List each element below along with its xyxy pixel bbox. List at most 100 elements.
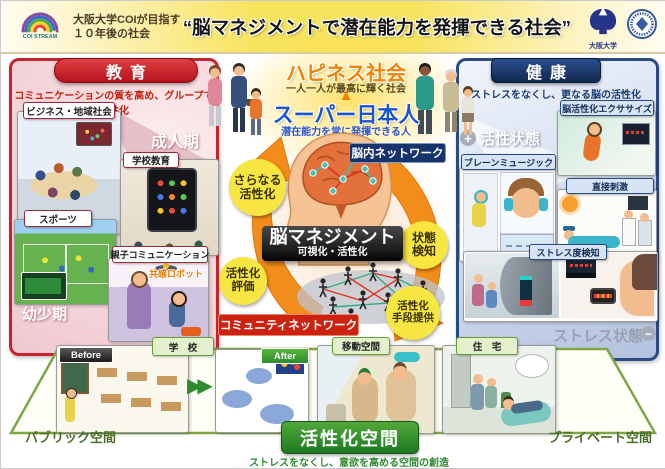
super-japanese-subtitle: 潜在能力を常に発揮できる人 <box>281 127 411 138</box>
education-title-button: 教育 <box>54 58 198 83</box>
happiness-society-title: ハピネス社会 <box>286 63 406 85</box>
exercising-person-head <box>587 122 602 137</box>
teacher-figure <box>65 396 75 422</box>
header-subtitle: 大阪大学COIが目指す １０年後の社会 <box>73 13 181 42</box>
headphone-right <box>539 198 548 211</box>
home-space-label: 住 宅 <box>456 337 518 355</box>
empathy-robot-label: 共感ロボット <box>149 269 204 279</box>
toy-car <box>181 327 201 336</box>
brain-management-subtitle: 可視化・活性化 <box>297 246 368 258</box>
state-detection-bubble: 状態 検知 <box>400 221 448 269</box>
mother-head <box>131 271 148 288</box>
brain-monitor <box>622 123 650 145</box>
mobile-space-illustration <box>317 345 435 434</box>
childhood-stage-label: 幼少期 <box>22 306 68 323</box>
active-state-label: 活性状態 <box>480 131 541 148</box>
stress-state-label: ストレス状態 <box>553 328 644 345</box>
home-door <box>451 354 471 408</box>
university-seal-logo <box>627 9 657 39</box>
further-activation-bubble: さらなる 活性化 <box>229 159 286 216</box>
coi-stream-logo-text: COI STREAM <box>23 34 58 39</box>
exercise-label: 脳活性化エクササイズ <box>560 100 654 116</box>
parent-child-illustration <box>108 258 209 342</box>
health-title-button: 健康 <box>491 58 601 83</box>
osaka-university-logo: 大阪大学 <box>586 6 620 51</box>
exercise-illustration <box>557 110 656 176</box>
commuter-body-2 <box>486 290 497 308</box>
state-detection-line2: 検知 <box>411 244 436 258</box>
headphone-left <box>504 198 513 211</box>
passenger-head <box>393 362 407 380</box>
gate-screen <box>520 276 532 306</box>
child-head <box>171 291 187 307</box>
resting-person-head <box>503 396 514 410</box>
page-title: “脳マネジメントで潜在能力を発揮できる社会” <box>182 17 572 38</box>
state-detection-line1: 状態 <box>411 230 436 245</box>
stress-detection-label: ストレス度検知 <box>529 244 607 260</box>
car-display <box>394 352 420 362</box>
after-badge: After <box>261 348 309 364</box>
adult-stage-label: 成人期 <box>151 134 200 151</box>
classroom-before-illustration <box>56 345 189 433</box>
headband <box>563 226 575 231</box>
private-space-label: プライベート空間 <box>548 430 653 445</box>
walking-listener-head <box>474 190 488 204</box>
driver-head <box>358 368 371 385</box>
people-group-left <box>208 63 262 135</box>
activation-means-line2: 手段提供 <box>392 312 434 324</box>
stimulation-sun-icon <box>562 196 578 212</box>
mother-figure <box>127 281 151 329</box>
mobile-space-label: 移動空間 <box>332 337 390 355</box>
before-badge: Before <box>59 347 113 363</box>
coi-stream-logo: COI STREAM <box>21 12 59 39</box>
brain-management-title: 脳マネジメント <box>269 227 396 247</box>
tactics-board <box>21 272 67 300</box>
child-figure <box>169 301 185 327</box>
super-japanese-title: スーパー日本人 <box>272 104 420 127</box>
activation-means-line1: 活性化 <box>397 300 429 313</box>
public-space-label: パブリック空間 <box>25 430 117 445</box>
nurse-head <box>640 213 649 222</box>
direct-stimulation-label: 直接刺激 <box>566 178 654 194</box>
reclined-person-head <box>564 230 574 240</box>
brain-waveform <box>626 131 644 134</box>
brain-network-label: 脳内ネットワーク <box>349 143 446 163</box>
doctor-head <box>624 210 633 219</box>
up-arrow-icon: ▲ <box>338 87 354 104</box>
osaka-university-mark <box>589 6 617 35</box>
commuter-body-1 <box>472 284 484 306</box>
wrist-readout <box>594 294 612 298</box>
school-space-label: 学 校 <box>152 337 214 356</box>
stress-detection-illustration <box>463 251 658 322</box>
activation-evaluation-line2: 評価 <box>231 281 255 293</box>
home-space-illustration <box>442 345 556 434</box>
happiness-society-subtitle: 一人一人が最高に輝く社会 <box>286 84 406 95</box>
brain-management-box: 脳マネジメント 可視化・活性化 <box>262 226 403 261</box>
walking-listener-body <box>472 203 486 227</box>
commuter-head-1 <box>474 274 483 283</box>
robot-drone-light <box>163 263 169 269</box>
dream-bubble <box>515 354 549 378</box>
header-subtitle-line1: 大阪大学COIが目指す <box>73 14 181 26</box>
header-band: COI STREAM 大阪大学COIが目指す １０年後の社会 “脳マネジメントで… <box>1 1 665 54</box>
hair <box>632 254 657 290</box>
stress-waveform <box>570 264 592 267</box>
school-education-label: 学校教育 <box>123 152 179 168</box>
business-label: ビジネス・地域社会 <box>23 102 115 119</box>
further-activation-line1: さらなる <box>233 173 282 188</box>
teacher-head <box>66 388 77 399</box>
listener-face <box>511 188 541 218</box>
community-network-label: コミュニティネットワーク <box>218 314 359 336</box>
sports-illustration <box>14 219 117 305</box>
stress-monitor <box>566 258 596 278</box>
activation-evaluation-bubble: 活性化 評価 <box>219 257 267 305</box>
forward-arrows-icon: ▶▶ <box>187 375 213 397</box>
further-activation-line2: 活性化 <box>239 186 276 201</box>
header-subtitle-line2: １０年後の社会 <box>73 28 150 41</box>
tablet-device <box>147 168 197 232</box>
wall-screen <box>76 122 112 146</box>
activation-space-caption: ストレスをなくし、意欲を高める空間の創造 <box>249 458 449 469</box>
minus-icon: − <box>641 326 656 341</box>
commuter-head-2 <box>488 282 496 290</box>
